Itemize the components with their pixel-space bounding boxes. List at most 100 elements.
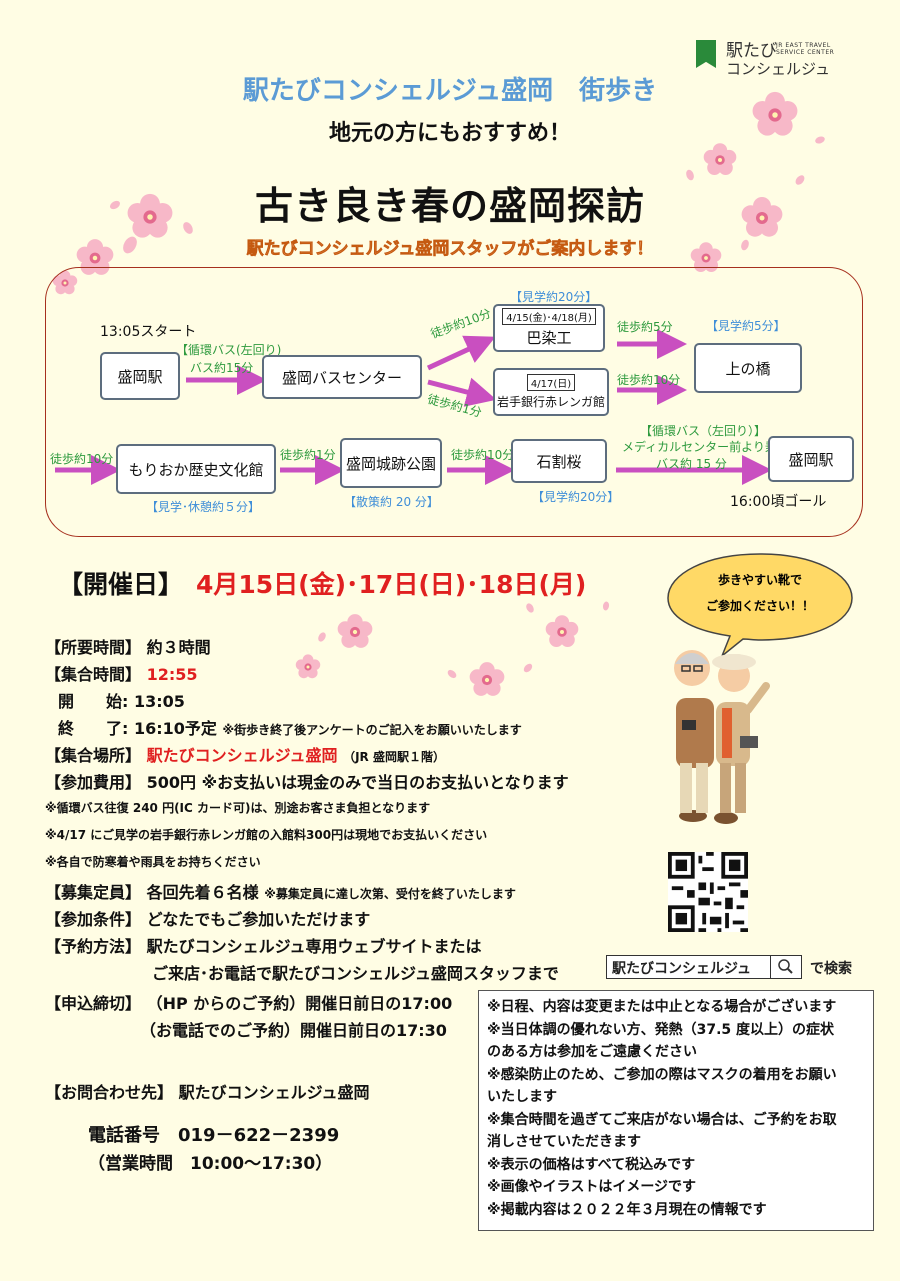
node-castle-park: 盛岡城跡公園 — [340, 438, 442, 488]
logo-line2: コンシェルジュ — [726, 60, 830, 78]
dates-value: 4月15日(金)･17日(日)･18日(月) — [196, 570, 587, 599]
label-visit-kami: 【見学約5分】 — [706, 319, 786, 333]
end-value: 16:10予定 — [133, 719, 217, 738]
note-line: ※日程、内容は変更または中止となる場合がございます — [487, 999, 837, 1015]
node-label: 岩手銀行赤レンガ館 — [496, 395, 605, 409]
arrow-bus-tomoe — [426, 335, 496, 371]
label-stroll-park: 【散策約 20 分】 — [344, 495, 439, 509]
node-morioka-station: 盛岡駅 — [100, 352, 180, 400]
search-suffix: で検索 — [810, 961, 852, 977]
reserve-value-1: 駅たびコンシェルジュ専用ウェブサイトまたは — [146, 937, 482, 956]
node-label: 盛岡駅 — [117, 367, 163, 386]
node-label: 盛岡バスセンター — [281, 368, 402, 387]
label-bus-back-3: バス約 15 分 — [656, 457, 727, 471]
note-bus: ※循環バス往復 240 円(IC カード可)は、別途お客さま負担となります — [45, 801, 431, 815]
label-walk-museum-park: 徒歩約1分 — [280, 448, 336, 462]
label-visit-tomoe: 【見学約20分】 — [510, 290, 598, 304]
fee-note: ※お支払いは現金のみで当日のお支払いとなります — [201, 773, 569, 792]
node-label: もりおか歴史文化館 — [128, 460, 264, 479]
capacity-label: 【募集定員】 — [45, 883, 142, 902]
place-value: 駅たびコンシェルジュ盛岡 — [146, 746, 338, 765]
contact-phone: 電話番号 019－622－2399 — [88, 1125, 340, 1146]
search-icon — [778, 959, 793, 974]
start-label: 開 始: — [58, 692, 129, 711]
guide-text: 駅たびコンシェルジュ盛岡スタッフがご案内します！ — [246, 239, 654, 260]
node-bus-center: 盛岡バスセンター — [262, 355, 422, 399]
meet-time-value: 12:55 — [146, 665, 198, 684]
label-bus-out-2: バス約15分 — [190, 361, 254, 375]
contact-name: 駅たびコンシェルジュ盛岡 — [178, 1083, 370, 1102]
notes-box: ※日程、内容は変更または中止となる場合がございます ※当日体調の優れない方、発熱… — [478, 990, 874, 1231]
note-line: ※感染防止のため、ご参加の際はマスクの着用をお願い — [487, 1066, 837, 1083]
label-walk-bank-kami: 徒歩約10分 — [617, 373, 681, 387]
meet-time-label: 【集合時間】 — [45, 665, 142, 684]
speech-bubble: 歩きやすい靴で ご参加ください！！ — [667, 553, 853, 659]
node-ishiwari: 石割桜 — [511, 439, 607, 483]
search-keyword: 駅たびコンシェルジュ — [612, 961, 752, 977]
page-subtitle: 駅たびコンシェルジュ盛岡 街歩き — [242, 76, 658, 106]
start-time: 13:05スタート — [100, 324, 197, 340]
label-visit-museum: 【見学･休憩約５分】 — [146, 500, 261, 514]
fee-value: 500円 — [146, 773, 196, 792]
start-value: 13:05 — [133, 692, 185, 711]
contact-label: 【お問合わせ先】 — [45, 1083, 174, 1102]
logo-line1: 駅たび — [726, 41, 777, 61]
end-label: 終 了: — [58, 719, 129, 738]
condition-value: どなたでもご参加いただけます — [146, 910, 371, 929]
note-line: ※当日体調の優れない方、発熱（37.5 度以上）の症状 — [487, 1021, 835, 1038]
capacity-note: ※募集定員に達し次第、受付を終了いたします — [264, 887, 516, 901]
node-label: 上の橋 — [725, 359, 771, 378]
node-bank: 4/17(日)岩手銀行赤レンガ館 — [493, 368, 609, 416]
search-button[interactable] — [770, 955, 802, 979]
label-bus-out-1: 【循環バス(左回り) — [176, 343, 282, 357]
note-rain: ※各自で防寒着や雨具をお持ちください — [45, 855, 261, 869]
recommend-text: 地元の方にもおすすめ！ — [328, 121, 571, 146]
bubble-line1: 歩きやすい靴で — [718, 572, 802, 587]
deadline-label: 【申込締切】 — [45, 994, 142, 1013]
page-title: 古き良き春の盛岡探訪 — [254, 184, 645, 228]
note-line: いたします — [487, 1089, 557, 1105]
tomoe-date-tag: 4/15(金)･4/18(月) — [502, 308, 596, 325]
node-label: 盛岡城跡公園 — [345, 454, 436, 473]
reserve-label: 【予約方法】 — [45, 937, 142, 956]
note-line: 消しさせていただきます — [487, 1134, 641, 1150]
note-bank: ※4/17 にご見学の岩手銀行赤レンガ館の入館料300円は現地でお支払いください — [45, 828, 488, 842]
node-label: 巴染工 — [526, 329, 572, 347]
qr-code[interactable] — [668, 852, 748, 932]
condition-label: 【参加条件】 — [45, 910, 142, 929]
node-morioka-station-goal: 盛岡駅 — [768, 436, 854, 482]
duration-value: 約３時間 — [146, 638, 211, 657]
label-bus-back-2: メディカルセンター前より乗車 — [622, 440, 789, 454]
dates-label: 【開催日】 — [58, 570, 184, 599]
note-line: のある方は参加をご遠慮ください — [487, 1044, 697, 1060]
reserve-value-2: ご来店･お電話で駅たびコンシェルジュ盛岡スタッフまで — [152, 964, 559, 983]
deadline-value-2: （お電話でのご予約）開催日前日の17:30 — [140, 1021, 447, 1040]
end-time: 16:00頃ゴール — [730, 494, 827, 510]
label-visit-ishiwari: 【見学約20分】 — [532, 490, 620, 504]
deadline-value-1: （HP からのご予約）開催日前日の17:00 — [146, 994, 453, 1013]
walkers-illustration — [674, 650, 770, 824]
logo-flag-icon — [696, 40, 716, 68]
capacity-value: 各回先着６名様 — [146, 883, 259, 902]
bubble-line2: ご参加ください！！ — [706, 598, 814, 613]
end-note: ※街歩き終了後アンケートのご記入をお願いいたします — [222, 723, 522, 737]
place-label: 【集合場所】 — [45, 746, 142, 765]
node-tomoe: 4/15(金)･4/18(月) 巴染工 — [493, 304, 605, 352]
label-bus-back-1: 【循環バス（左回り）】 — [640, 424, 767, 438]
duration-label: 【所要時間】 — [45, 638, 142, 657]
fee-label: 【参加費用】 — [45, 773, 142, 792]
search-box[interactable] — [606, 955, 802, 979]
route-map-frame — [45, 267, 863, 537]
contact-hours: （営業時間 10:00～17:30） — [88, 1154, 333, 1174]
note-line: ※画像やイラストはイメージです — [487, 1179, 697, 1195]
label-walk-park-ishiwari: 徒歩約10分 — [451, 448, 515, 462]
node-label: 盛岡駅 — [788, 450, 834, 469]
place-note: （JR 盛岡駅１階） — [343, 750, 445, 764]
note-line: ※掲載内容は２０２２年３月現在の情報です — [487, 1201, 767, 1218]
logo-small-text: JR EAST TRAVEL SERVICE CENTER — [776, 42, 835, 56]
note-line: ※集合時間を過ぎてご来店がない場合は、ご予約をお取 — [487, 1111, 837, 1128]
label-walk-kami-museum: 徒歩約10分 — [50, 452, 114, 466]
node-museum: もりおか歴史文化館 — [116, 444, 276, 494]
note-line: ※表示の価格はすべて税込みです — [487, 1156, 696, 1173]
